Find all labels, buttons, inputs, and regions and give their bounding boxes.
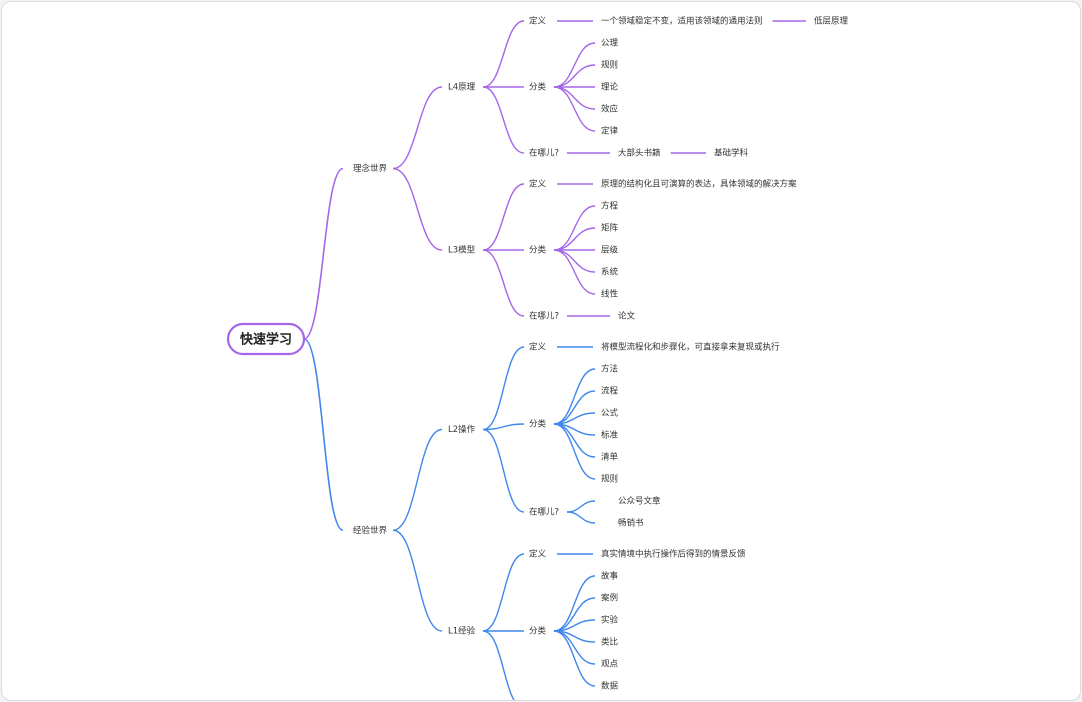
row-1-1-0-label[interactable]: 定义 (529, 549, 547, 560)
leaf-0-1-1-0[interactable]: 方程 (601, 201, 619, 212)
leaf-1-1-1-2[interactable]: 实验 (601, 615, 619, 626)
leaf-1-0-2-1[interactable]: 畅销书 (618, 518, 644, 529)
row-0-1-1-label[interactable]: 分类 (529, 245, 547, 256)
row-0-1-1-item-4-link (553, 249, 596, 295)
row-0-1-0-label[interactable]: 定义 (529, 179, 547, 190)
row-0-1-1-item-1-link (553, 227, 596, 251)
row-0-1-2-label[interactable]: 在哪儿? (529, 311, 559, 322)
row-1-0-1-label[interactable]: 分类 (529, 419, 547, 430)
leaf-1-0-1-4[interactable]: 清单 (601, 452, 619, 463)
row-0-0-2-label[interactable]: 在哪儿? (529, 148, 559, 159)
leaf-1-0-0-0[interactable]: 将模型流程化和步骤化，可直接拿来复现或执行 (601, 342, 780, 353)
sub-1-1-label[interactable]: L1经验 (448, 626, 476, 637)
leaf-1-0-1-1[interactable]: 流程 (601, 386, 619, 397)
leaf-1-0-1-2[interactable]: 公式 (601, 408, 619, 419)
leaf-1-1-1-4[interactable]: 观点 (601, 660, 619, 670)
row-1-0-2-label[interactable]: 在哪儿? (529, 507, 559, 518)
root-link-1 (303, 338, 344, 532)
sub-0-1-row-0-link (483, 183, 525, 251)
branch-1-sub-0-link (392, 428, 443, 531)
leaf-1-0-1-5[interactable]: 规则 (601, 474, 618, 485)
sub-1-0-row-1-link (483, 423, 525, 431)
leaf-0-0-2-0[interactable]: 大部头书籍 (618, 148, 661, 159)
leaf-0-1-0-0[interactable]: 原理的结构化且可演算的表达，具体领域的解决方案 (601, 179, 797, 190)
leaf-1-1-1-5[interactable]: 数据 (601, 681, 619, 692)
leaf-0-1-1-4[interactable]: 线性 (601, 289, 619, 300)
sub-1-0-row-0-link (482, 346, 525, 431)
leaf-0-0-1-3[interactable]: 效应 (601, 104, 619, 115)
row-1-0-0-label[interactable]: 定义 (529, 342, 547, 353)
leaf-1-1-1-1[interactable]: 案例 (601, 593, 618, 604)
row-1-0-2-item-0-link (566, 500, 596, 513)
leaf-1-1-1-3[interactable]: 类比 (601, 637, 618, 648)
row-0-0-1-item-3-link (553, 86, 596, 110)
row-1-1-1-label[interactable]: 分类 (529, 626, 547, 637)
branch-0-sub-0-link (392, 86, 443, 170)
row-0-0-1-label[interactable]: 分类 (529, 82, 547, 93)
row-0-0-1-item-4-link (553, 86, 596, 132)
root-link-0 (303, 167, 344, 340)
row-1-0-1-item-0-link (553, 368, 596, 425)
leaf-1-1-1-0[interactable]: 故事 (601, 571, 619, 582)
sub-0-1-row-2-link (483, 249, 525, 317)
row-0-1-1-item-0-link (553, 205, 596, 251)
branch-1-sub-1-link (392, 529, 443, 632)
sub-1-1-row-0-link (482, 553, 525, 632)
row-1-1-1-item-5-link (553, 630, 596, 687)
leaf-0-0-1-2[interactable]: 理论 (601, 82, 619, 93)
row-0-0-1-item-0-link (553, 42, 596, 88)
leaf-0-1-1-1[interactable]: 矩阵 (601, 223, 619, 234)
leaf-0-0-1-1[interactable]: 规则 (601, 60, 618, 71)
root-node[interactable]: 快速学习 (240, 332, 292, 348)
row-1-0-1-item-5-link (553, 423, 596, 480)
leaf-0-0-1-0[interactable]: 公理 (601, 39, 619, 49)
leaf-1-0-1-3[interactable]: 标准 (601, 430, 619, 441)
row-0-0-0-label[interactable]: 定义 (529, 16, 547, 27)
leaf-0-0-1-4[interactable]: 定律 (601, 126, 619, 137)
row-1-1-1-item-0-link (553, 575, 596, 632)
leaf-0-1-1-2[interactable]: 层级 (601, 245, 619, 256)
branch-0-label[interactable]: 理念世界 (353, 163, 388, 174)
sub-0-0-label[interactable]: L4原理 (448, 83, 476, 93)
leaf-1-1-0-0[interactable]: 真实情境中执行操作后得到的情景反馈 (601, 549, 746, 560)
leaf-0-1-1-3[interactable]: 系统 (601, 267, 619, 278)
sub-1-1-row-2-link (482, 630, 515, 700)
extra-0-0-2[interactable]: 基础学科 (714, 148, 749, 159)
leaf-0-0-0-0[interactable]: 一个领域稳定不变，适用该领域的通用法则 (601, 16, 763, 27)
sub-1-0-label[interactable]: L2操作 (448, 424, 476, 435)
sub-0-0-row-2-link (483, 86, 525, 154)
leaf-1-0-1-0[interactable]: 方法 (601, 364, 618, 375)
branch-1-label[interactable]: 经验世界 (353, 525, 388, 536)
leaf-0-1-2-0[interactable]: 论文 (618, 311, 636, 322)
row-1-0-2-item-1-link (566, 511, 596, 524)
sub-0-0-row-0-link (483, 20, 525, 88)
root-node-frame[interactable] (226, 322, 306, 356)
leaf-1-0-2-0[interactable]: 公众号文章 (618, 496, 661, 507)
extra-0-0-0[interactable]: 低层原理 (814, 16, 849, 27)
branch-0-sub-1-link (392, 167, 443, 251)
sub-1-0-row-2-link (482, 428, 525, 513)
sub-0-1-label[interactable]: L3模型 (448, 245, 476, 256)
row-0-1-1-item-3-link (553, 249, 596, 273)
row-0-0-1-item-1-link (553, 64, 596, 88)
